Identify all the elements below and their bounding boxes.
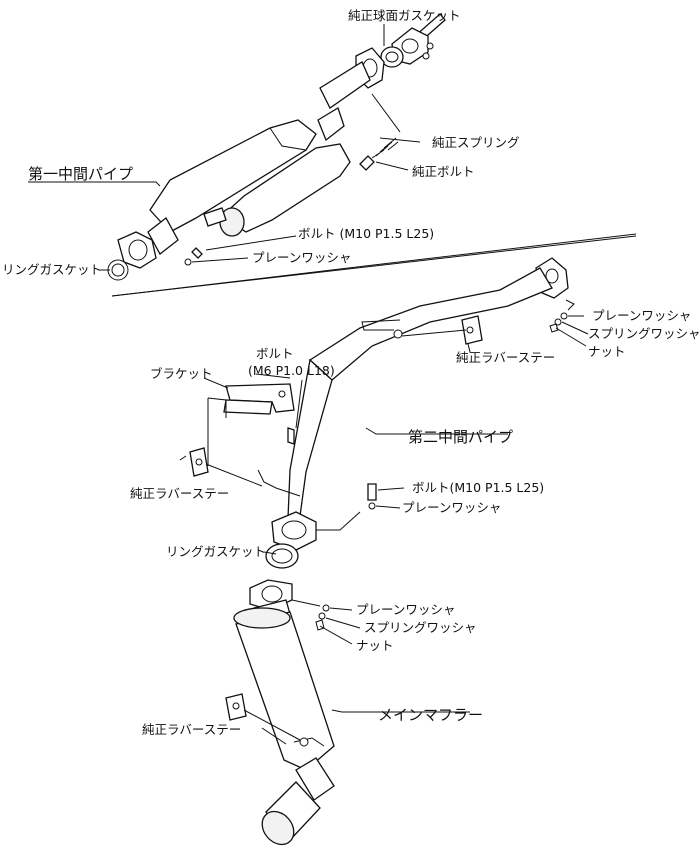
ring-gasket-2-inner	[271, 548, 293, 564]
muffler-body	[235, 611, 335, 771]
bolt-m6-icon	[287, 427, 295, 445]
bracket-guide	[207, 397, 227, 466]
label-oem-rubber-stay-2: 純正ラバーステー	[130, 486, 229, 501]
label-oem-bolt: 純正ボルト	[412, 164, 475, 179]
oem-spring-bolt-icon	[359, 137, 399, 171]
branch-pipe	[317, 107, 345, 142]
label-oem-spring: 純正スプリング	[432, 135, 520, 150]
hanger-joint	[393, 329, 403, 339]
label-ring-gasket-2: リングガスケット	[166, 544, 266, 559]
spring-washer-icon	[318, 612, 326, 620]
ring-gasket-1-inner	[111, 263, 125, 277]
muffler-tip-opening	[261, 810, 295, 846]
muffler-tail-pipe	[295, 757, 335, 801]
nut-icon	[549, 323, 559, 333]
bolt-m10-2-icon	[367, 483, 377, 510]
washer-nut-set-2	[315, 604, 330, 631]
label-plain-washer-3: プレーンワッシャ	[402, 500, 501, 515]
rubber-stay-1-icon	[461, 315, 483, 345]
muffler-flange-hole	[261, 585, 283, 603]
upper-catalyst	[149, 119, 317, 233]
nut-icon	[315, 619, 325, 631]
spring-leader	[371, 93, 401, 133]
main-muffler-assembly	[233, 579, 335, 846]
label-oem-ball-gasket: 純正球面ガスケット	[348, 8, 461, 23]
flange-bolt-guide	[316, 511, 361, 531]
mounting-tab	[203, 207, 227, 227]
leader-lines	[28, 24, 589, 745]
first-pipe-rear-flange-hole	[128, 239, 148, 261]
plain-washer-icon	[560, 312, 568, 320]
rubber-stay-2-link	[205, 463, 263, 487]
rubber-stay-2-tail	[179, 455, 187, 461]
label-bolt-m10-1: ボルト (M10 P1.5 L25)	[298, 226, 434, 241]
label-oem-rubber-stay-1: 純正ラバーステー	[456, 350, 555, 365]
rubber-stay-2-icon	[189, 447, 209, 477]
label-spring-washer-1: スプリングワッシャ	[588, 326, 700, 341]
label-nut-2: ナット	[356, 638, 394, 653]
bolt-m10-icon	[184, 247, 203, 266]
rubber-stay-1-link	[401, 329, 467, 337]
first-mid-pipe-assembly	[117, 13, 446, 269]
side-hanger	[257, 469, 301, 497]
label-first-mid-pipe: 第一中間パイプ	[28, 165, 133, 183]
washer-guide-1	[565, 299, 575, 311]
label-spring-washer-2: スプリングワッシャ	[364, 620, 477, 635]
label-main-muffler: メインマフラー	[378, 706, 483, 724]
label-bolt-m6-line2: (M6 P1.0 L18)	[248, 363, 335, 378]
label-second-mid-pipe: 第二中間パイプ	[408, 428, 513, 446]
flange-bolt-icon	[422, 52, 430, 60]
y-pipe-joint	[319, 61, 371, 109]
second-pipe-upper-run	[308, 267, 553, 381]
label-bolt-m6-line1: ボルト	[256, 346, 294, 361]
label-ring-gasket-1: リングガスケット	[2, 262, 102, 277]
upstream-flange-hole	[401, 38, 419, 54]
muffler-body-top	[233, 607, 291, 629]
label-bolt-m10-2: ボルト(M10 P1.5 L25)	[412, 480, 544, 495]
label-plain-washer-1: プレーンワッシャ	[252, 250, 351, 265]
ball-gasket-inner	[385, 51, 399, 63]
first-pipe-inlet	[147, 217, 179, 255]
upper-catalyst-seam	[269, 127, 307, 151]
hanger-rod	[361, 319, 401, 331]
label-plain-washer-4: プレーンワッシャ	[356, 602, 455, 617]
plain-washer-icon	[322, 604, 330, 612]
bracket-icon	[223, 383, 295, 415]
label-nut-1: ナット	[588, 344, 626, 359]
rubber-stay-3-link	[243, 709, 301, 741]
wedge-outline	[111, 235, 637, 297]
second-pipe-rear-flange-hole	[281, 520, 307, 540]
label-plain-washer-2: プレーンワッシャ	[592, 308, 691, 323]
flange-bolt-icon	[426, 42, 434, 50]
second-mid-pipe	[257, 257, 569, 551]
label-oem-rubber-stay-3: 純正ラバーステー	[142, 722, 241, 737]
washer-nut-set-1	[549, 312, 568, 333]
lower-catalyst	[220, 143, 351, 233]
spring-washer-icon	[554, 318, 562, 326]
label-bracket: ブラケット	[150, 366, 213, 381]
washer-guide-2	[291, 599, 321, 607]
muffler-hanger-joint	[299, 737, 309, 747]
second-pipe-front-flange-hole	[545, 268, 559, 284]
rubber-stay-3-icon	[225, 693, 247, 721]
